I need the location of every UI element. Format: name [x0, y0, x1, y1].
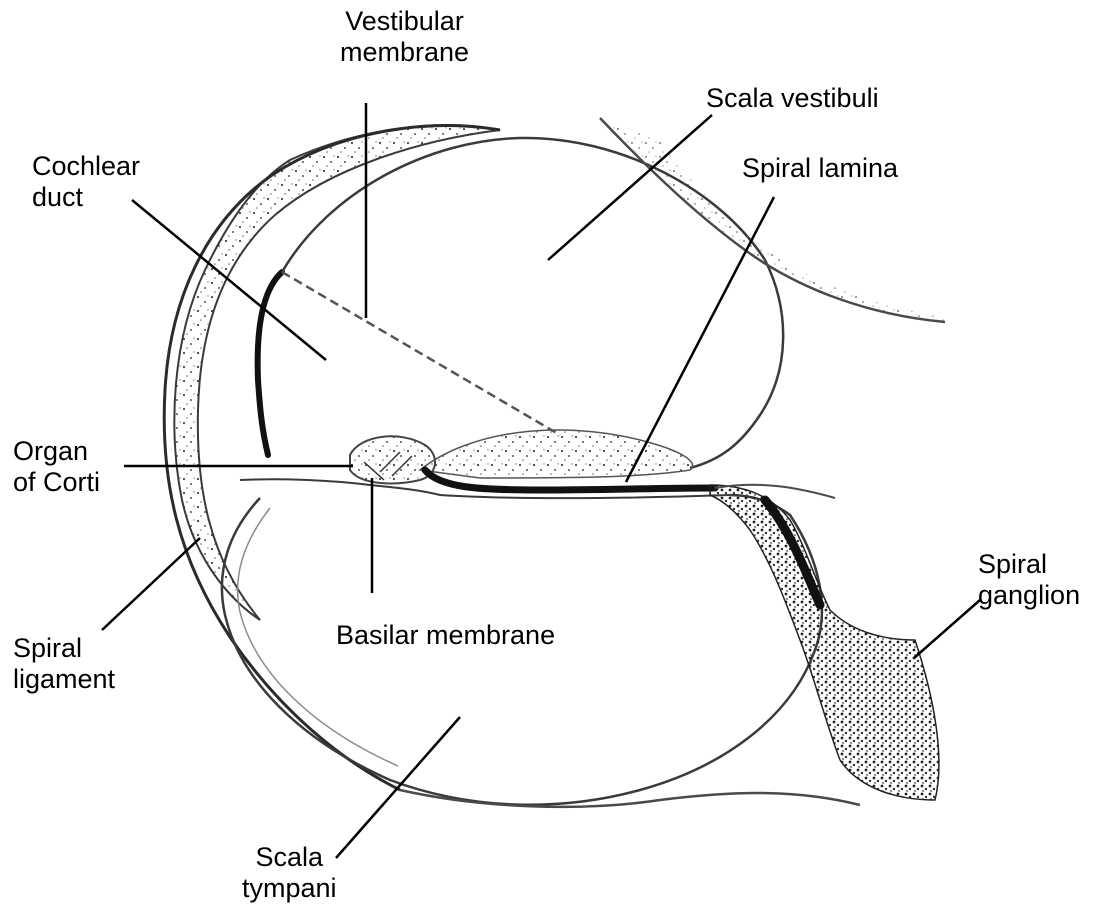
label-spiral-ligament-line-1: Spiral — [13, 633, 115, 664]
spiral-ganglion-nerve-bundle — [710, 485, 939, 800]
label-cochlear-duct-line-2: duct — [32, 182, 140, 213]
label-cochlear-duct: Cochlear duct — [32, 151, 140, 213]
label-spiral-lamina: Spiral lamina — [742, 153, 898, 184]
label-basilar-membrane: Basilar membrane — [336, 620, 555, 651]
label-vestibular-membrane-line-1: Vestibular — [340, 6, 469, 37]
scala-vestibuli-outline — [282, 138, 783, 468]
label-spiral-ligament: Spiral ligament — [13, 633, 115, 695]
leader-spiral-ganglion — [914, 600, 980, 658]
label-vestibular-membrane-line-2: membrane — [340, 37, 469, 68]
label-organ-of-corti-line-2: of Corti — [13, 467, 100, 498]
label-organ-of-corti-line-1: Organ — [13, 436, 100, 467]
leader-scala-tympani — [336, 717, 460, 858]
label-vestibular-membrane: Vestibular membrane — [340, 6, 469, 68]
label-scala-vestibuli: Scala vestibuli — [706, 83, 879, 114]
label-spiral-ganglion-line-2: ganglion — [978, 580, 1080, 611]
label-scala-tympani-line-2: tympani — [242, 873, 337, 904]
label-spiral-ligament-line-2: ligament — [13, 664, 115, 695]
stria-vascularis — [258, 272, 282, 455]
leader-spiral-ligament — [102, 538, 200, 630]
label-cochlear-duct-line-1: Cochlear — [32, 151, 140, 182]
label-spiral-ganglion: Spiral ganglion — [978, 549, 1080, 611]
label-scala-tympani-line-1: Scala — [242, 842, 337, 873]
leader-spiral-lamina — [626, 197, 774, 482]
vestibular-membrane-line — [282, 272, 560, 435]
label-spiral-ganglion-line-1: Spiral — [978, 549, 1080, 580]
spiral-limbus-tissue — [420, 430, 693, 478]
modiolus-upper-tissue — [600, 118, 945, 322]
label-scala-tympani: Scala tympani — [242, 842, 337, 904]
label-organ-of-corti: Organ of Corti — [13, 436, 100, 498]
